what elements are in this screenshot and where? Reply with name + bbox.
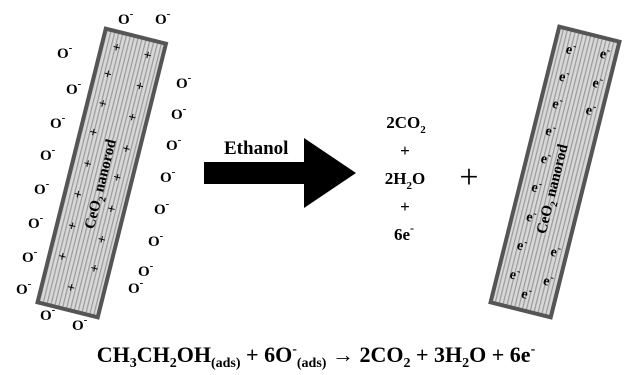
surface-charge-plus: +: [102, 67, 113, 83]
left-rod-surface-charges: + + + + + + + + + + + + + + + + +: [56, 40, 153, 297]
surface-charge-plus: +: [87, 125, 98, 141]
electron: e-: [551, 94, 565, 114]
oxygen-ion: O-: [166, 134, 182, 154]
oxygen-ion: O-: [28, 212, 44, 232]
surface-charge-plus: +: [56, 249, 67, 265]
oxygen-ion: O-: [34, 178, 50, 198]
product-plus-1: +: [400, 141, 410, 160]
electron: e-: [584, 100, 598, 120]
surface-charge-plus: +: [72, 187, 83, 203]
products-stack: 2CO2 + 2H2O + 6e-: [385, 113, 426, 244]
product-co2: 2CO2: [386, 113, 426, 136]
adsorbed-oxygen-ions: O-O-O-O-O-O-O-O-O-O-O-O-O-O-O-O-O-O-O-O-: [16, 8, 192, 334]
oxygen-ion: O-: [50, 112, 66, 132]
surface-charge-plus: +: [120, 141, 131, 157]
oxygen-ion: O-: [22, 246, 38, 266]
electron: e-: [520, 284, 534, 304]
left-rod-body: [35, 26, 169, 320]
trapped-electrons: e-e-e-e-e-e-e-e-e-e-e-e-e-e-e-: [508, 39, 612, 304]
product-h2o: 2H2O: [385, 169, 425, 192]
oxygen-ion: O-: [128, 277, 144, 297]
electron: e-: [541, 271, 555, 291]
electron: e-: [564, 39, 578, 59]
product-electrons: 6e-: [394, 221, 414, 244]
oxygen-ion: O-: [16, 278, 32, 298]
oxygen-ion: O-: [154, 198, 170, 218]
surface-charge-plus: +: [134, 79, 145, 95]
electron: e-: [515, 235, 529, 255]
surface-charge-plus: +: [82, 156, 93, 172]
reaction-arrow: Ethanol: [204, 138, 356, 208]
right-rod-body: [488, 24, 622, 320]
surface-charge-plus: +: [97, 96, 108, 112]
oxygen-ion: O-: [118, 8, 134, 28]
oxygen-ion: O-: [40, 304, 56, 324]
oxygen-ion: O-: [138, 260, 154, 280]
electron: e-: [544, 121, 558, 141]
surface-charge-plus: +: [105, 202, 116, 218]
overall-reaction-equation: CH3CH2OH(ads) + 6O-(ads) → 2CO2 + 3H2O +…: [97, 342, 536, 371]
electron: e-: [557, 66, 571, 86]
oxygen-ion: O-: [155, 8, 171, 28]
arrow-label: Ethanol: [224, 138, 288, 159]
oxygen-ion: O-: [40, 144, 56, 164]
product-plus-2: +: [400, 197, 410, 216]
combine-plus-sign: +: [459, 159, 478, 196]
surface-charge-plus: +: [66, 219, 77, 235]
oxygen-ion: O-: [57, 42, 73, 62]
electron: e-: [508, 264, 522, 284]
surface-charge-plus: +: [65, 280, 76, 296]
right-ceo2-nanorod: CeO2 nanorod e-e-e-e-e-e-e-e-e-e-e-e-e-e…: [488, 24, 622, 320]
surface-charge-plus: +: [142, 48, 153, 64]
electron: e-: [530, 177, 544, 197]
arrow-shape: [204, 138, 356, 208]
left-ceo2-nanorod: CeO2 nanorod +++++++++++++++++: [35, 26, 169, 320]
oxygen-ion: O-: [148, 230, 164, 250]
oxygen-ion: O-: [72, 314, 88, 334]
surface-charge-plus: +: [126, 110, 137, 126]
electron: e-: [591, 73, 605, 93]
oxygen-ion: O-: [66, 78, 82, 98]
surface-charge-plus: +: [88, 261, 99, 277]
electron: e-: [539, 148, 553, 168]
surface-charge-plus: +: [111, 170, 122, 186]
oxygen-ion: O-: [176, 72, 192, 92]
electron: e-: [549, 242, 563, 262]
surface-charge-plus: +: [96, 232, 107, 248]
electron: e-: [598, 44, 612, 64]
oxygen-ion: O-: [160, 166, 176, 186]
electron: e-: [524, 207, 538, 227]
oxygen-ion: O-: [171, 103, 187, 123]
surface-charge-plus: +: [111, 40, 122, 56]
